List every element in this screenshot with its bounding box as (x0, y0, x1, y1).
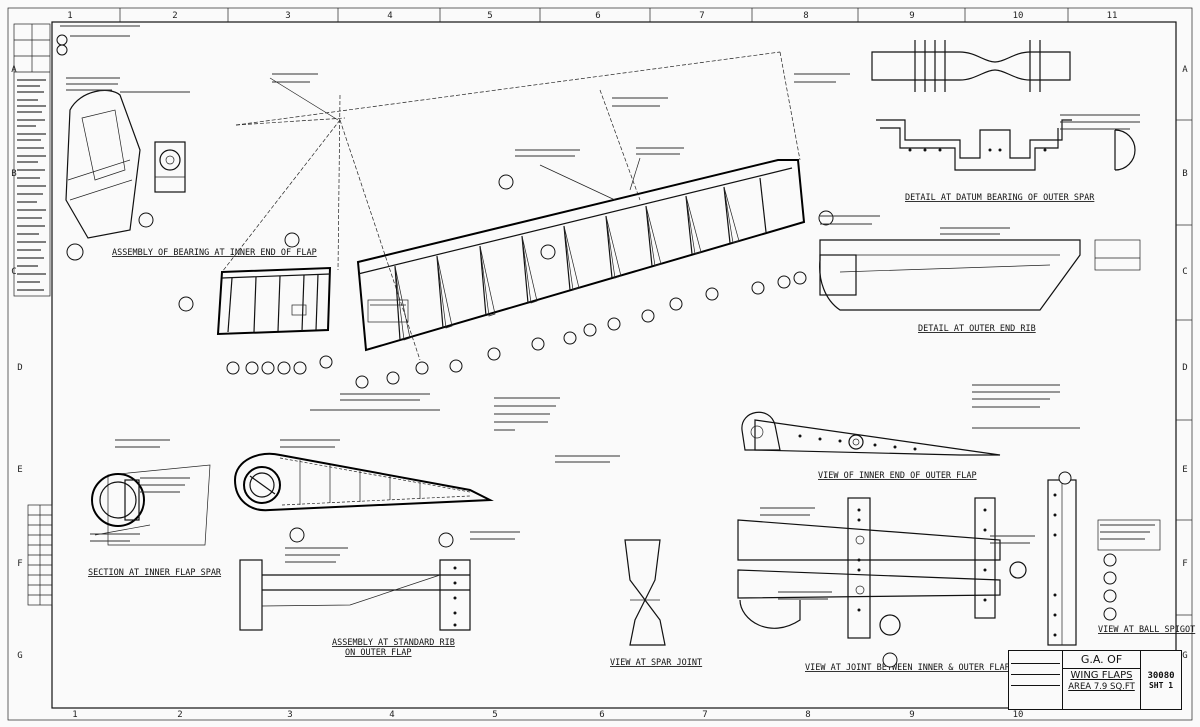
annotation-lines (60, 25, 1155, 600)
ball-spigot-view: VIEW AT BALL SPIGOT (1009, 479, 1195, 646)
drawing-number: 30080 (1147, 670, 1175, 681)
grid-right-G: G (1182, 651, 1187, 661)
flap-rib-side-view (233, 452, 494, 512)
sheet-border (51, 21, 1177, 709)
grid-right-F: F (1182, 559, 1187, 569)
inner-flap-outline (216, 266, 332, 336)
grid-bottom-9: 9 (909, 710, 914, 720)
grid-top-8: 8 (803, 11, 808, 21)
zone-ticks (119, 8, 1192, 616)
grid-labels-right: A B C D E F G (1182, 65, 1188, 661)
grid-top-3: 3 (285, 11, 290, 21)
label-assembly-inner: ASSEMBLY OF BEARING AT INNER END OF FLAP (112, 248, 317, 258)
drawing-title-line1: G.A. OF (1063, 651, 1140, 669)
grid-bottom-4: 4 (389, 710, 394, 720)
grid-top-2: 2 (172, 11, 177, 21)
grid-bottom-8: 8 (805, 710, 810, 720)
grid-top-6: 6 (595, 11, 600, 21)
grid-bottom-10: 10 (1013, 710, 1024, 720)
grid-bottom-2: 2 (177, 710, 182, 720)
datum-bearing-detail: DETAIL AT DATUM BEARING OF OUTER SPAR (871, 40, 1136, 203)
grid-right-D: D (1182, 363, 1187, 373)
label-inner-end-outer-flap: VIEW OF INNER END OF OUTER FLAP (818, 471, 977, 481)
outer-end-rib-detail: DETAIL AT OUTER END RIB (819, 239, 1141, 334)
revision-strip (13, 23, 53, 606)
title-block-approvals (1009, 651, 1063, 709)
grid-bottom-7: 7 (702, 710, 707, 720)
grid-top-1: 1 (67, 11, 72, 21)
outer-border (7, 7, 1193, 721)
grid-bottom-3: 3 (287, 710, 292, 720)
grid-left-D: D (17, 363, 22, 373)
drawing-title-line3: AREA 7.9 SQ.FT (1068, 682, 1135, 692)
grid-labels-bottom: 1 2 3 4 5 6 7 8 9 10 (72, 710, 1023, 720)
spar-joint-view: VIEW AT SPAR JOINT (610, 539, 702, 668)
grid-top-5: 5 (487, 11, 492, 21)
grid-top-10: 10 (1013, 11, 1024, 21)
grid-right-C: C (1182, 267, 1187, 277)
section-inner-spar: SECTION AT INNER FLAP SPAR (88, 464, 222, 578)
label-flap-joint: VIEW AT JOINT BETWEEN INNER & OUTER FLAP… (805, 663, 1015, 673)
part-balloons (56, 34, 1117, 668)
outer-flap-ribs (394, 177, 767, 341)
grid-bottom-1: 1 (72, 710, 77, 720)
grid-left-G: G (17, 651, 22, 661)
inner-bearing-sketch (65, 89, 186, 239)
grid-right-A: A (1182, 65, 1188, 75)
grid-right-E: E (1182, 465, 1187, 475)
grid-left-E: E (17, 465, 22, 475)
grid-bottom-6: 6 (599, 710, 604, 720)
grid-top-9: 9 (909, 11, 914, 21)
label-section-inner-spar: SECTION AT INNER FLAP SPAR (88, 568, 222, 578)
grid-labels-left: A B C D E F G (11, 65, 22, 661)
label-ball-spigot: VIEW AT BALL SPIGOT (1098, 625, 1195, 635)
inner-end-outer-flap-view: VIEW OF INNER END OF OUTER FLAP (741, 411, 1001, 481)
outer-flap-outline (356, 159, 806, 352)
label-datum-bearing: DETAIL AT DATUM BEARING OF OUTER SPAR (905, 193, 1095, 203)
label-spar-joint: VIEW AT SPAR JOINT (610, 658, 702, 668)
grid-left-F: F (17, 559, 22, 569)
grid-top-4: 4 (387, 11, 392, 21)
label-outer-end-rib: DETAIL AT OUTER END RIB (918, 324, 1036, 334)
grid-right-B: B (1182, 169, 1187, 179)
label-assembly-standard: ASSEMBLY AT STANDARD RIB (332, 638, 455, 648)
title-block-title: G.A. OF WING FLAPS AREA 7.9 SQ.FT (1063, 651, 1140, 709)
sheet-number: SHT 1 (1148, 680, 1174, 690)
drawing-title-line2: WING FLAPS (1070, 670, 1133, 681)
grid-top-7: 7 (699, 11, 704, 21)
label-on-outer-flap: ON OUTER FLAP (345, 648, 412, 658)
grid-top-11: 11 (1107, 11, 1118, 21)
title-block-number: 30080 SHT 1 (1140, 651, 1181, 709)
title-block: G.A. OF WING FLAPS AREA 7.9 SQ.FT 30080 … (1008, 650, 1182, 710)
assembly-standard-rib: ASSEMBLY AT STANDARD RIB ON OUTER FLAP (239, 559, 471, 658)
grid-bottom-5: 5 (492, 710, 497, 720)
grid-labels-top: 1 2 3 4 5 6 7 8 9 10 11 (67, 11, 1117, 21)
flap-joint-view: VIEW AT JOINT BETWEEN INNER & OUTER FLAP… (737, 497, 1015, 673)
flap-plan-view (216, 51, 806, 361)
